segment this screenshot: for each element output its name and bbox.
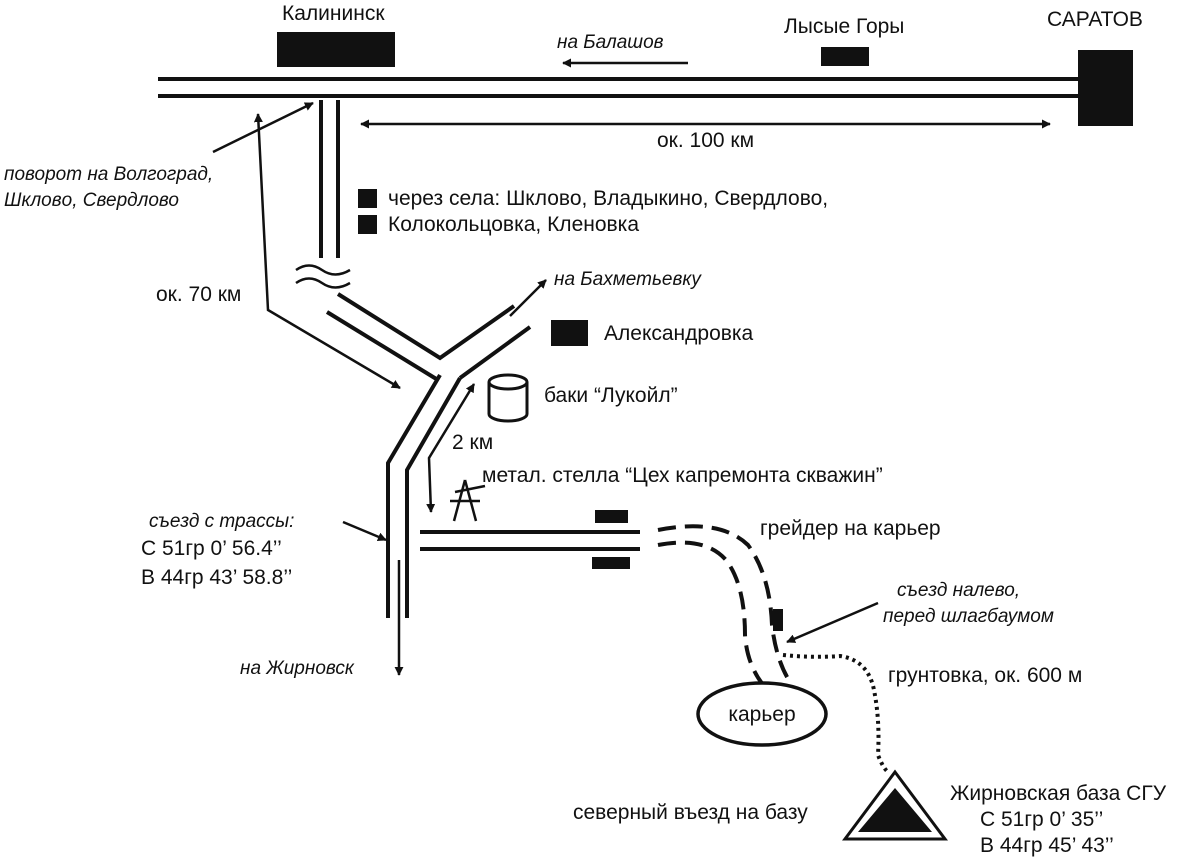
to-balashov-label: на Балашов [557, 32, 664, 53]
building-icon [595, 510, 628, 523]
saratov-city-icon [1078, 50, 1133, 126]
turn-label-line2: Шкловo, Свердлово [4, 190, 179, 211]
to-zhirnovsk-label: на Жирновск [240, 658, 355, 679]
aleksandrovka-label: Александровка [604, 322, 754, 345]
road-to-junction [325, 292, 532, 618]
base-name-label: Жирновская база СГУ [950, 782, 1167, 805]
lysye-gory-town-icon [821, 47, 869, 66]
exit-label: съезд с трассы: [149, 511, 294, 532]
distance-70km-arrow [253, 113, 401, 390]
base-marker-icon [842, 769, 948, 841]
villages-line2: Колокольцовка, Кленовка [388, 213, 639, 236]
exit-pointer-arrow [342, 520, 387, 542]
road-break-icon [295, 264, 351, 289]
lysye-gory-label: Лысые Горы [784, 15, 904, 38]
to-bakhmetyevka-arrow [509, 279, 547, 317]
kalininsk-town-icon [277, 32, 395, 67]
stella-icon [450, 479, 486, 522]
village-marker-icon [358, 189, 377, 208]
base-latitude: С 51гр 0’ 35’’ [980, 808, 1103, 831]
quarry-icon [696, 681, 828, 747]
grader-road [657, 524, 792, 688]
building-icon [592, 557, 630, 569]
barrier-icon [773, 609, 783, 631]
tanks-label: баки “Лукойл” [544, 384, 678, 407]
to-bakhmetyevka-label: на Бахметьевку [554, 269, 702, 290]
quarry-label: карьер [728, 703, 795, 726]
distance-2km-label: 2 км [452, 431, 493, 454]
stella-label: метал. стелла “Цех капремонта скважин” [482, 464, 883, 487]
turn-left-line1: съезд налево, [897, 580, 1020, 601]
turn-pointer-arrow [212, 101, 314, 154]
north-entrance-label: северный въезд на базу [573, 801, 808, 824]
village-marker-icon [358, 215, 377, 234]
turn-left-arrow [786, 601, 879, 644]
main-highway [158, 77, 1078, 98]
aleksandrovka-town-icon [551, 320, 588, 346]
branch-road [319, 100, 340, 258]
turn-left-line2: перед шлагбаумом [883, 606, 1054, 627]
dirt-road-label: грунтовка, ок. 600 м [888, 664, 1082, 687]
exit-longitude: В 44гр 43’ 58.8’’ [141, 566, 292, 589]
villages-line1: через села: Шклово, Владыкино, Свердлово… [388, 187, 828, 210]
distance-70km-label: ок. 70 км [156, 283, 241, 306]
saratov-label: САРАТОВ [1047, 8, 1143, 31]
distance-100km-label: ок. 100 км [657, 129, 754, 152]
base-longitude: В 44гр 45’ 43’’ [980, 834, 1114, 857]
turn-label-line1: поворот на Волгоград, [4, 164, 213, 185]
kalininsk-label: Калининск [282, 2, 385, 25]
grader-label: грейдер на карьер [760, 517, 941, 540]
distance-2km-arrow [426, 383, 476, 513]
tanks-icon [487, 373, 529, 423]
exit-latitude: С 51гр 0’ 56.4’’ [141, 537, 282, 560]
side-road [420, 530, 640, 551]
